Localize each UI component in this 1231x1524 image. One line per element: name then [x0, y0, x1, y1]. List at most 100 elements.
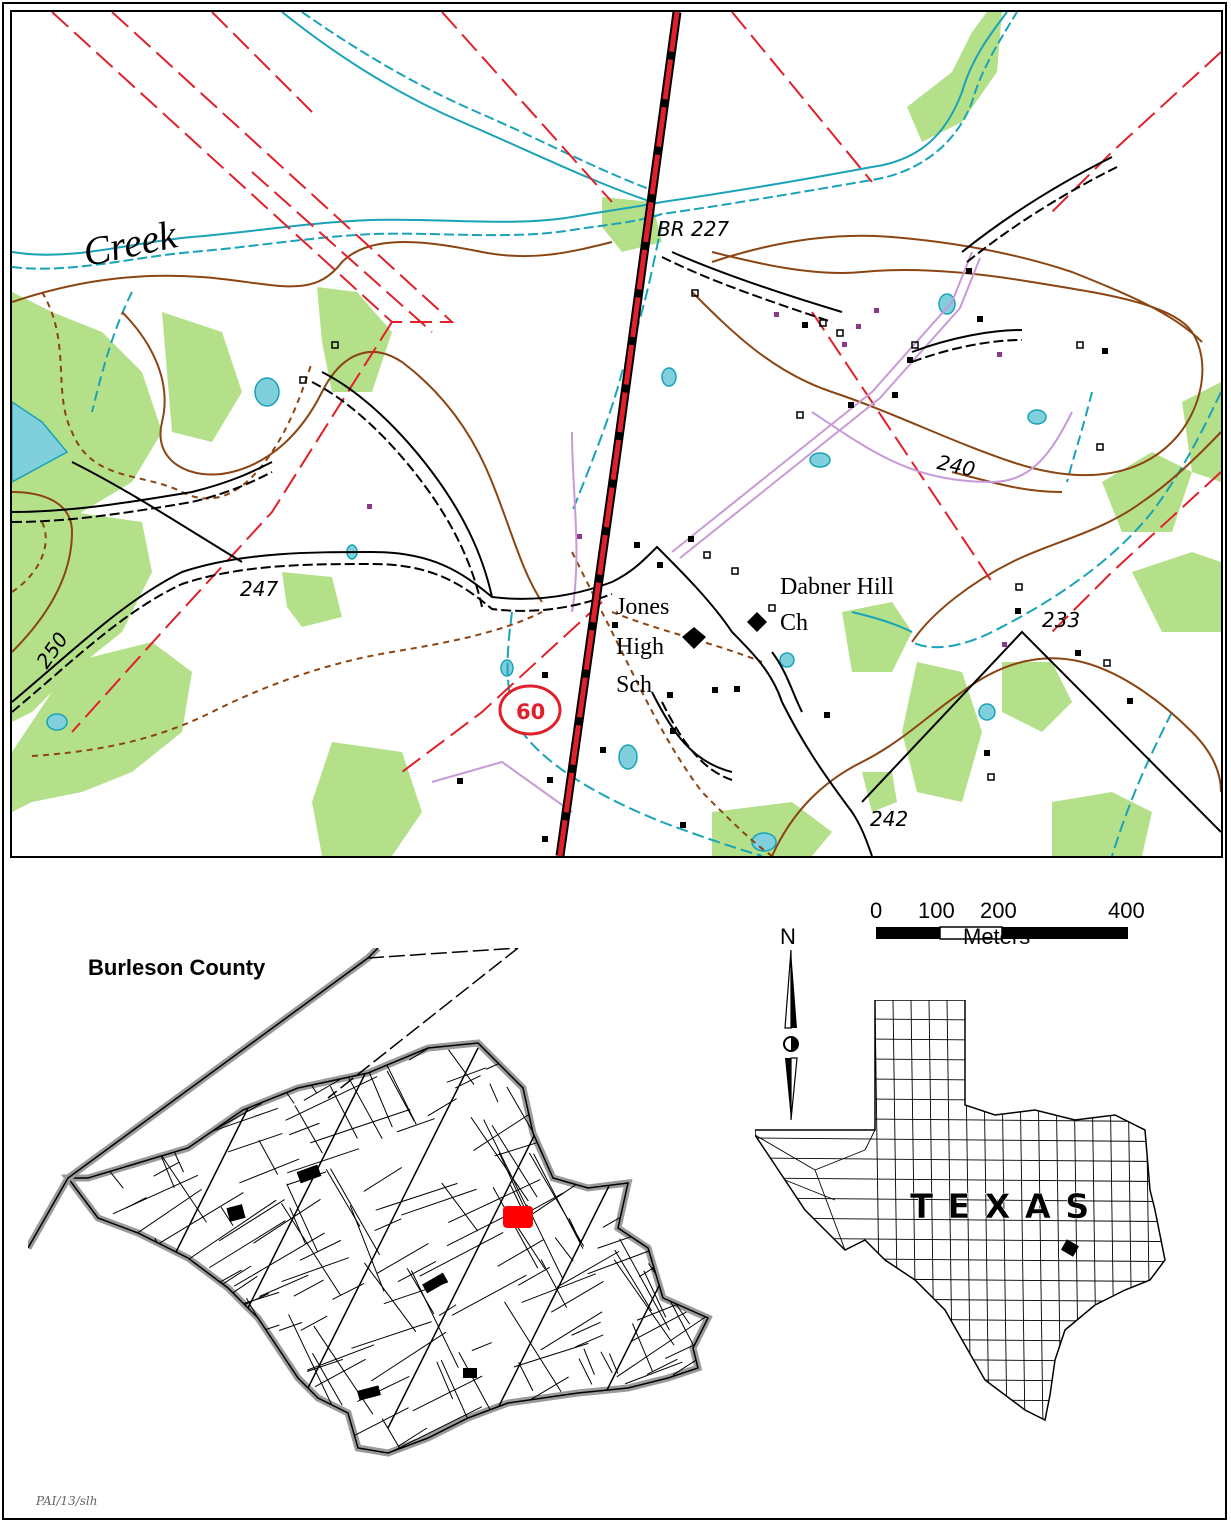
power-line: [679, 257, 981, 559]
county-road: [132, 1243, 171, 1310]
county-road: [401, 1188, 477, 1216]
road: [911, 329, 1023, 353]
county-road: [669, 1090, 688, 1102]
county-road: [259, 1274, 309, 1297]
north-arrow-letter: N: [780, 924, 796, 949]
county-road: [388, 1406, 483, 1453]
scale-tick-400: 400: [1108, 898, 1145, 923]
county-road: [239, 1158, 300, 1184]
county-road: [125, 1043, 209, 1046]
county-road: [216, 1347, 270, 1377]
county-grid-line: [1144, 1000, 1152, 1420]
road: [71, 461, 243, 563]
county-road: [111, 1055, 132, 1068]
county-road: [628, 1162, 708, 1219]
wells: [367, 308, 1007, 647]
county-road: [104, 1121, 124, 1132]
pond: [661, 367, 677, 387]
creek-branch: [851, 611, 913, 633]
county-road: [614, 1249, 652, 1312]
contour-label-242: 242: [870, 807, 908, 831]
scale-tick-100: 100: [918, 898, 955, 923]
streams: [12, 12, 1221, 856]
county-road: [371, 1017, 440, 1042]
county-road: [665, 1252, 687, 1296]
county-road: [375, 1182, 458, 1211]
contour-line: [951, 471, 1063, 493]
county-grid-line: [755, 1357, 1165, 1363]
county-road: [258, 1139, 279, 1175]
county-road: [412, 1375, 483, 1412]
county-road: [616, 1315, 708, 1378]
county-road: [314, 1358, 366, 1388]
county-road: [686, 1427, 708, 1453]
county-inset-map: [28, 948, 728, 1457]
road: [771, 651, 803, 713]
county-road: [363, 1262, 417, 1333]
county-road: [436, 1361, 454, 1400]
credit-label: PAI/13/slh: [36, 1494, 98, 1508]
county-road: [76, 1237, 97, 1248]
vegetation-patch: [1002, 662, 1072, 732]
contour-label-247: 247: [240, 577, 278, 601]
county-grid-line: [892, 1000, 900, 1420]
county-road: [551, 1281, 604, 1313]
vegetation-patch: [12, 642, 192, 812]
county-road: [111, 1062, 126, 1095]
texas-label: TEXAS: [910, 1187, 1103, 1227]
county-road: [518, 1441, 547, 1453]
county-road: [419, 1231, 504, 1277]
structure: [768, 604, 776, 612]
power-line: [671, 251, 973, 553]
vegetation-patch: [12, 512, 152, 722]
county-road: [489, 1083, 499, 1103]
county-road: [148, 1329, 185, 1355]
creek-branch: [1066, 391, 1093, 483]
county-road: [258, 1043, 317, 1067]
building: [600, 747, 606, 753]
structures-open: [299, 289, 1111, 781]
county-road: [329, 1086, 358, 1139]
county-road: [311, 1353, 343, 1406]
county-road: [374, 1218, 402, 1232]
county-inset-title: Burleson County: [88, 955, 266, 980]
county-grid-line: [755, 1057, 1165, 1063]
survey-line: [811, 311, 993, 583]
building: [1127, 698, 1133, 704]
county-road: [330, 1168, 381, 1256]
county-road: [286, 1183, 319, 1253]
county-road: [82, 1052, 110, 1100]
county-road: [670, 1057, 699, 1076]
burleson-county-highlight: [1060, 1239, 1080, 1257]
county-road: [694, 997, 728, 1040]
county-road: [285, 1076, 378, 1121]
creek-label: Creek: [79, 211, 182, 275]
county-road: [220, 1206, 234, 1227]
structure: [1076, 341, 1084, 349]
structure: [911, 341, 919, 349]
county-road: [530, 1192, 564, 1212]
building: [824, 712, 830, 718]
county-grid-line: [784, 1179, 836, 1201]
county-road: [118, 1057, 211, 1095]
county-road: [154, 1192, 244, 1247]
vegetation-patch: [907, 12, 1002, 142]
building: [667, 692, 673, 698]
pond: [809, 452, 831, 468]
pond: [978, 703, 996, 721]
school-label-1: Jones: [616, 594, 669, 620]
county-road: [410, 1270, 459, 1368]
building: [657, 562, 663, 568]
survey-line: [71, 321, 393, 733]
county-road: [606, 1139, 636, 1156]
road: [911, 339, 1023, 363]
county-grid-line: [755, 1037, 1165, 1043]
county-road: [242, 1365, 283, 1419]
road: [961, 156, 1113, 253]
county-grid-line: [755, 1217, 1165, 1223]
county-grid-line: [755, 1157, 1165, 1163]
building: [1075, 650, 1081, 656]
county-road: [112, 1174, 199, 1215]
pond: [938, 293, 956, 315]
creek-branch: [91, 291, 133, 413]
